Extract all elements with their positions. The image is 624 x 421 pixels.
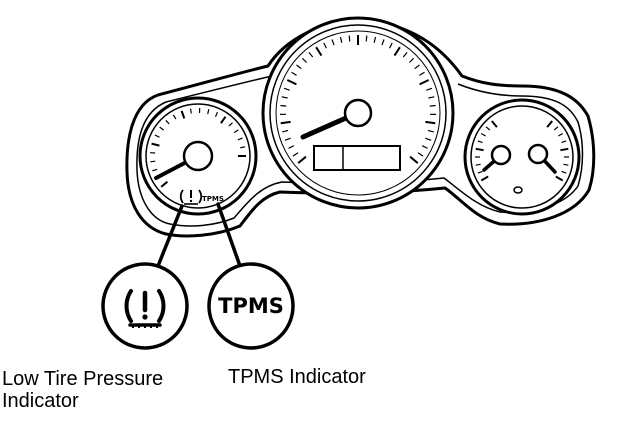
right-gauge — [465, 100, 579, 214]
gauge-tick — [191, 109, 192, 114]
gauge-tick — [430, 106, 436, 107]
tpms-indicator-label: TPMS Indicator — [228, 366, 366, 388]
low-tire-callout — [103, 264, 187, 348]
cluster-tpms-text: TPMS — [202, 195, 224, 203]
odometer-display — [314, 146, 400, 170]
low-tire-pressure-label-line1: Low Tire Pressure — [2, 368, 163, 390]
tpms-callout: TPMS — [209, 264, 293, 348]
gauge-tick — [425, 122, 435, 123]
gauge-tick — [281, 122, 291, 123]
gauge-tick — [476, 149, 484, 150]
gauge-tick — [366, 36, 367, 42]
gauge-tick — [349, 36, 350, 42]
gauge-tick — [560, 149, 568, 150]
left-gauge-hub — [184, 142, 212, 170]
gauge-tick — [280, 106, 286, 107]
tpms-badge-text: TPMS — [218, 294, 284, 318]
right-gauge-face — [471, 106, 573, 208]
low-tire-pressure-label: Low Tire Pressure Indicator — [2, 368, 163, 412]
right-gauge-right-hub — [529, 145, 547, 163]
left-gauge: TPMS — [140, 98, 256, 214]
center-gauge-hub — [345, 100, 371, 126]
right-gauge-left-hub — [492, 146, 510, 164]
center-gauge — [263, 18, 453, 208]
right-gauge-indicator — [514, 187, 522, 193]
low-tire-pressure-label-line2: Indicator — [2, 390, 163, 412]
gauge-tick — [150, 161, 155, 162]
